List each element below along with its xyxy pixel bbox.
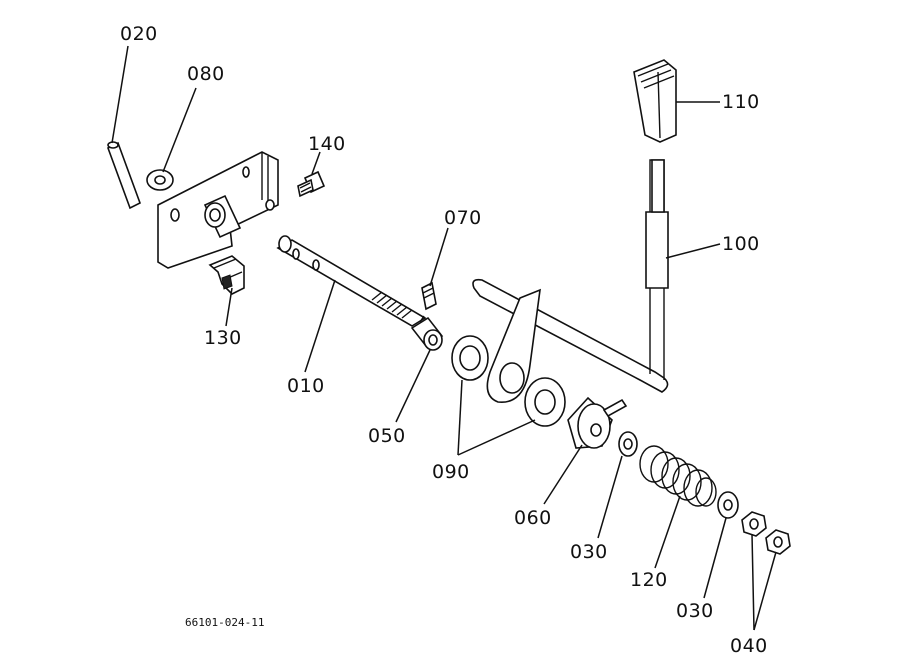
label-030-a: 030 bbox=[570, 541, 608, 563]
part-120-spring bbox=[639, 445, 717, 507]
label-120: 120 bbox=[630, 569, 668, 591]
label-060: 060 bbox=[514, 507, 552, 529]
drawing-code: 66101-024-11 bbox=[185, 616, 264, 629]
leader-lines bbox=[111, 45, 777, 631]
part-010-shaft bbox=[276, 235, 427, 327]
label-080: 080 bbox=[187, 63, 225, 85]
label-050: 050 bbox=[368, 425, 406, 447]
bracket-plate bbox=[157, 151, 279, 269]
label-110: 110 bbox=[722, 91, 760, 113]
part-110-knob bbox=[633, 59, 677, 143]
part-140-bolt bbox=[297, 170, 326, 198]
part-080-washer bbox=[146, 169, 174, 191]
label-040: 040 bbox=[730, 635, 768, 657]
label-130: 130 bbox=[204, 327, 242, 349]
part-060-cone bbox=[567, 396, 628, 449]
part-090-washers bbox=[451, 335, 566, 427]
label-070: 070 bbox=[444, 207, 482, 229]
part-030-washer-b bbox=[717, 491, 739, 519]
label-020: 020 bbox=[120, 23, 158, 45]
part-040-nuts bbox=[741, 511, 791, 555]
part-050-collar bbox=[410, 315, 444, 351]
part-130-clip bbox=[208, 255, 245, 295]
label-090: 090 bbox=[432, 461, 470, 483]
part-070-spring-pin bbox=[421, 281, 437, 311]
label-010: 010 bbox=[287, 375, 325, 397]
part-020-pin bbox=[107, 141, 141, 210]
part-030-washer-a bbox=[618, 431, 638, 457]
label-100: 100 bbox=[722, 233, 760, 255]
label-030-b: 030 bbox=[676, 600, 714, 622]
label-140: 140 bbox=[308, 133, 346, 155]
part-100-lever bbox=[472, 159, 669, 403]
